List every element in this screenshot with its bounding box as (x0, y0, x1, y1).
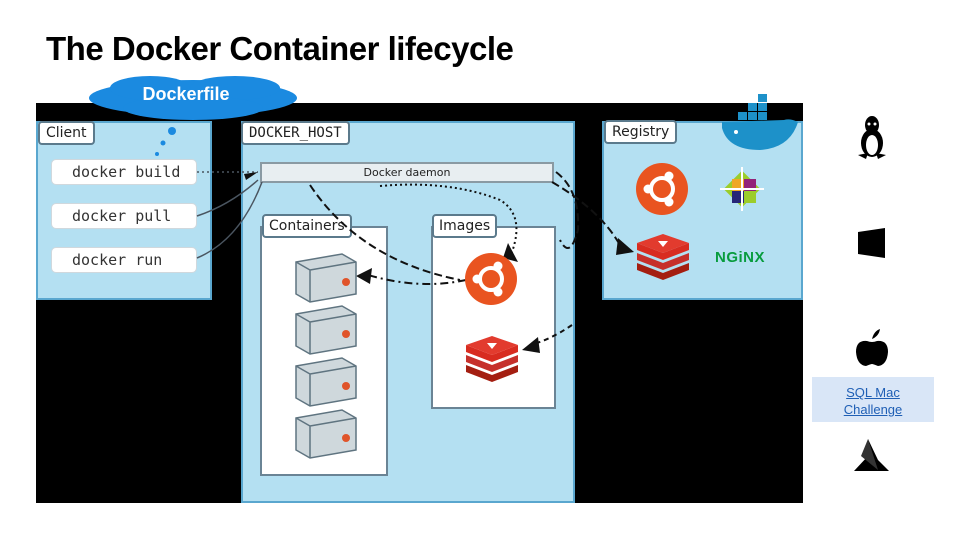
linux-icon (858, 116, 886, 159)
docker-whale-icon (722, 94, 798, 150)
docker-run-command[interactable]: docker run (51, 247, 197, 273)
client-label: Client (38, 121, 95, 145)
sql-mac-challenge-link[interactable]: SQL Mac Challenge (812, 377, 934, 422)
redis-registry-icon (637, 234, 689, 280)
docker-pull-command[interactable]: docker pull (51, 203, 197, 229)
sql-link-line1: SQL Mac (846, 385, 900, 400)
centos-registry-icon (720, 167, 764, 211)
redis-image-icon (466, 336, 518, 382)
ubuntu-image-icon (465, 253, 517, 305)
sql-link-line2: Challenge (843, 402, 903, 417)
registry-label: Registry (604, 120, 678, 144)
dockerfile-cloud (89, 76, 297, 120)
docker-host-label: DOCKER_HOST (241, 121, 350, 145)
docker-daemon: Docker daemon (260, 162, 554, 183)
registry-box (602, 121, 803, 300)
apple-icon (856, 329, 888, 366)
docker-build-command[interactable]: docker build (51, 159, 197, 185)
page-title: The Docker Container lifecycle (46, 30, 514, 67)
container-stack (295, 253, 357, 459)
nginx-logo: NGiNX (715, 249, 766, 266)
containers-label: Containers (262, 214, 352, 238)
images-label: Images (432, 214, 498, 238)
azure-icon (854, 439, 889, 471)
windows-icon (858, 228, 885, 258)
ubuntu-registry-icon (636, 163, 688, 215)
dockerfile-label: Dockerfile (142, 84, 230, 104)
